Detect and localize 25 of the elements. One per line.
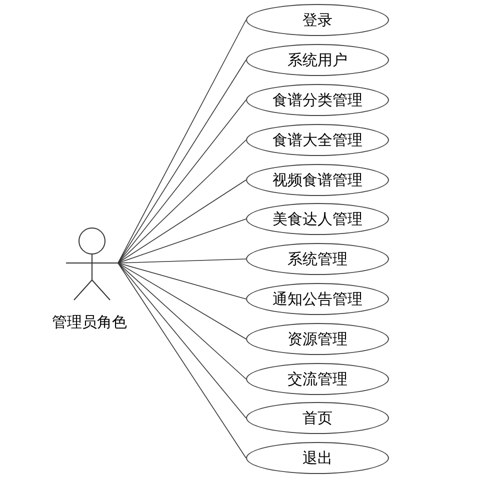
association-line [118, 258, 246, 264]
association-line [118, 100, 246, 264]
use-case-ellipse: 通知公告管理 [246, 283, 389, 315]
association-line [118, 60, 246, 264]
use-case-ellipse: 系统用户 [246, 44, 389, 76]
use-case-ellipse: 系统管理 [246, 243, 389, 275]
association-line [118, 218, 246, 264]
association-line [118, 262, 246, 418]
association-line [118, 262, 246, 380]
use-case-ellipse: 交流管理 [246, 363, 389, 395]
association-line [118, 262, 246, 458]
association-line [118, 140, 246, 264]
association-line [118, 180, 246, 264]
use-case-ellipse: 视频食谱管理 [246, 164, 389, 196]
use-case-ellipse: 美食达人管理 [246, 203, 389, 235]
use-case-ellipse: 登录 [246, 4, 389, 36]
association-line [118, 20, 246, 264]
use-case-ellipse: 首页 [246, 402, 389, 434]
use-case-ellipse: 食谱大全管理 [246, 124, 389, 156]
actor-label: 管理员角色 [52, 313, 127, 332]
use-case-ellipse: 资源管理 [246, 323, 389, 355]
use-case-ellipse: 食谱分类管理 [246, 84, 389, 116]
association-line [118, 262, 246, 340]
use-case-ellipse: 退出 [246, 442, 389, 474]
association-line [118, 262, 246, 300]
